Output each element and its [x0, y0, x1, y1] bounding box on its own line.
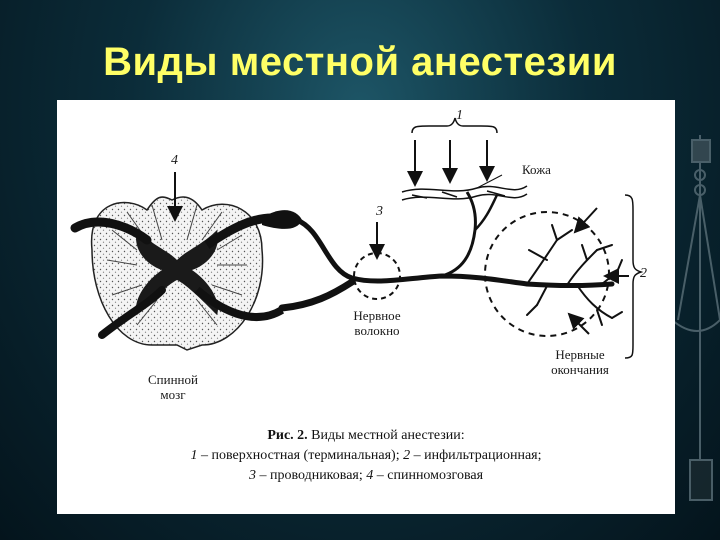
bracket-1	[411, 117, 498, 134]
marker-3: 3	[376, 204, 383, 219]
nerve-fiber-label: Нервное волокно	[353, 308, 401, 338]
infiltration-arrows	[567, 207, 629, 335]
nerve-endings-label: Нервные окончания	[551, 347, 609, 377]
skin-label: Кожа	[522, 162, 551, 177]
bracket-2	[624, 194, 644, 359]
marker-2: 2	[640, 266, 647, 281]
figure-caption: Рис. 2. Виды местной анестезии: 1 – пове…	[190, 428, 542, 483]
nerve-fiber	[294, 217, 615, 288]
figure-panel: 1 2 3 4 Кожа Нервное волокно Спинной моз…	[57, 100, 675, 514]
infiltration-zone-circle	[484, 211, 610, 337]
spinal-cord-label: Спинной мозг	[148, 372, 198, 402]
conduction-zone-circle	[353, 252, 401, 300]
spinal-cord-section	[70, 196, 302, 351]
surface-arrows	[407, 140, 495, 187]
nerve-diagram	[70, 117, 644, 359]
marker-1: 1	[456, 108, 463, 123]
slide-title: Виды местной анестезии	[103, 40, 617, 84]
skin-layer	[401, 185, 528, 201]
scales-of-justice-icon	[671, 135, 720, 501]
marker-4: 4	[171, 153, 178, 168]
